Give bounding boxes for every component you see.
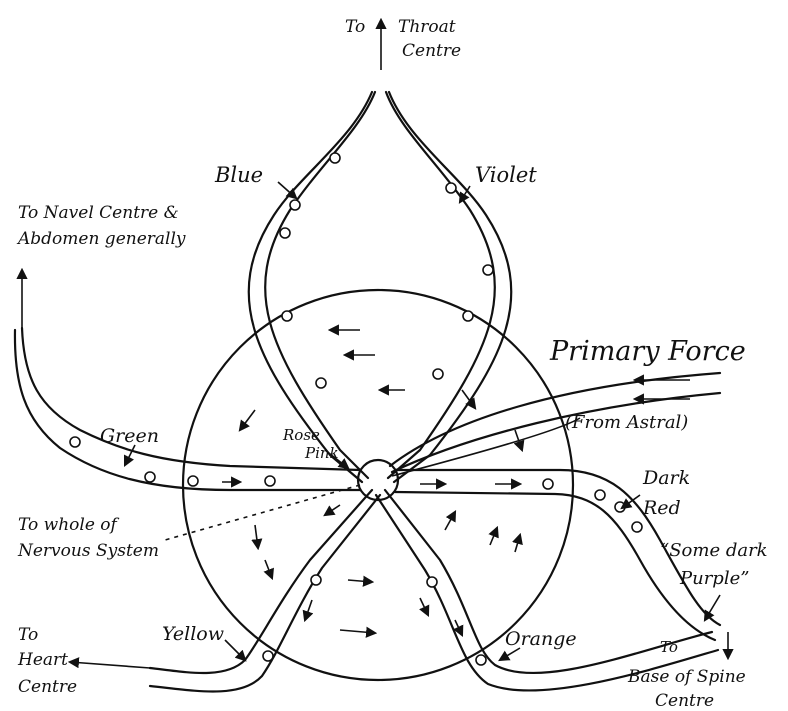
hub-circle [358, 460, 398, 500]
upper-petal-loop [249, 92, 512, 482]
dark-red-label-2: Red [642, 497, 681, 519]
heart-label-3: Centre [18, 677, 77, 697]
navel-label-line2: Abdomen generally [16, 229, 186, 249]
green-label: Green [100, 425, 159, 447]
lower-right-loop [376, 490, 718, 690]
nervous-system-dotted-line [165, 485, 360, 540]
spine-label-1: To [660, 638, 678, 656]
throat-label-centre: Centre [402, 41, 461, 61]
wheel-circle [183, 290, 573, 680]
nervous-label-1: To whole of [18, 515, 120, 535]
heart-arrow [70, 662, 150, 668]
orange-label: Orange [505, 628, 577, 650]
dark-red-label-1: Dark [642, 467, 690, 489]
lower-left-loop [150, 490, 380, 692]
heart-label-1: To [18, 625, 38, 645]
from-astral-label: (From Astral) [565, 412, 688, 433]
purple-label-2: Purple” [679, 568, 749, 589]
nervous-label-2: Nervous System [17, 541, 159, 561]
purple-label-1: “Some dark [660, 540, 768, 561]
yellow-pointer [225, 640, 245, 660]
yellow-label: Yellow [162, 623, 224, 645]
blue-label: Blue [214, 163, 263, 187]
throat-label-throat: Throat [398, 17, 456, 37]
navel-label-line1: To Navel Centre & [18, 203, 179, 223]
green-duct [15, 328, 360, 490]
primary-force-label: Primary Force [549, 336, 746, 367]
purple-pointer [705, 595, 720, 620]
rose-label: Rose [282, 426, 320, 444]
heart-label-2: Heart [17, 650, 68, 670]
throat-label-to: To [345, 17, 365, 37]
pink-label: Pink [304, 444, 339, 462]
spine-label-3: Centre [655, 691, 714, 711]
violet-label: Violet [475, 163, 537, 187]
spine-label-2: Base of Spine [627, 667, 746, 687]
